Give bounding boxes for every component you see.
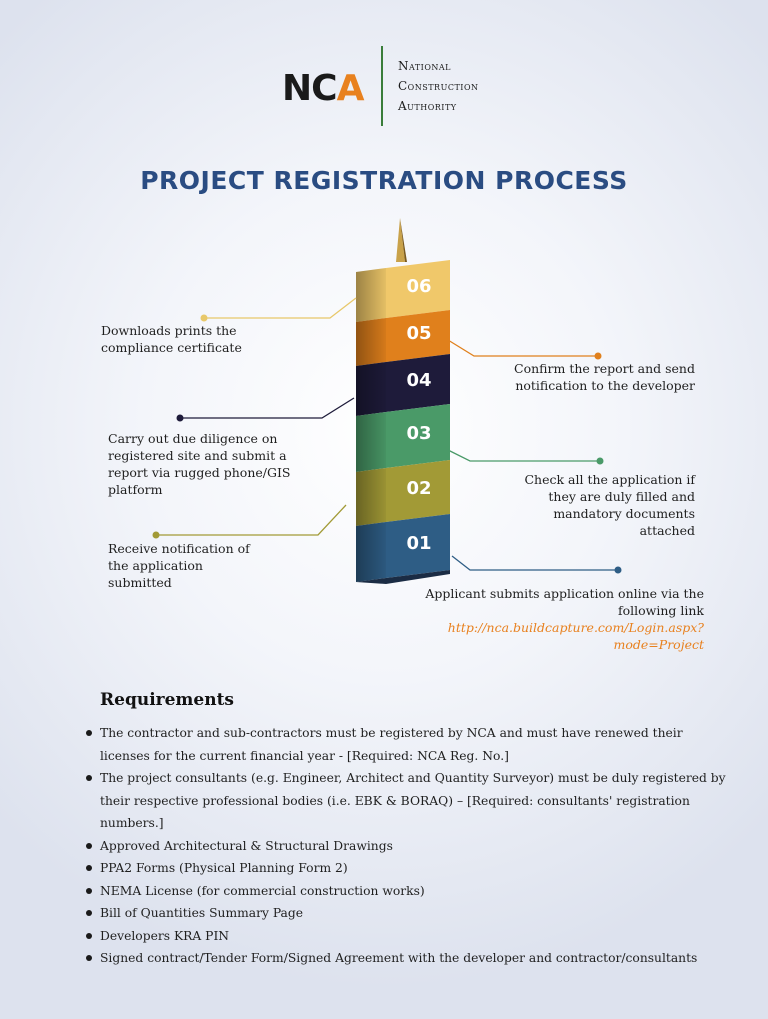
requirement-item: PPA2 Forms (Physical Planning Form 2) [84,857,734,880]
requirements-heading: Requirements [100,690,235,710]
step-03-label: Check all the application if they are du… [524,472,695,538]
connector-05 [447,339,598,357]
step-05-label: Confirm the report and send notification… [514,361,695,393]
step-04-label: Carry out due diligence on registered si… [108,431,291,497]
tower-base [356,570,450,584]
requirement-item: Developers KRA PIN [84,925,734,948]
requirement-item: The contractor and sub-contractors must … [84,722,734,767]
tower-block-02 [386,460,450,522]
step-02-label: Receive notification of the application … [108,541,250,590]
requirement-item: NEMA License (for commercial constructio… [84,880,734,903]
connector-02 [156,504,347,536]
requirement-item: The project consultants (e.g. Engineer, … [84,767,734,835]
step-number-05: 05 [406,323,431,344]
step-number-01: 01 [406,533,431,554]
connector-dot-06 [200,314,208,322]
step-number-06: 06 [406,276,431,297]
connector-01 [451,555,618,571]
connector-dot-03 [596,457,604,465]
requirement-item: Approved Architectural & Structural Draw… [84,835,734,858]
connector-06 [205,297,357,319]
connector-dot-04 [176,414,184,422]
tower-block-05 [386,310,450,362]
connector-04 [180,397,355,419]
tower-block-04 [386,354,450,412]
connector-dot-05 [594,352,602,360]
nca-logo-mark: NCA [282,68,364,109]
page-title: PROJECT REGISTRATION PROCESS [140,166,628,195]
process-tower: 06 05 04 03 02 01 [152,218,622,584]
logo-divider [381,46,383,126]
step-number-03: 03 [406,423,431,444]
organization-name: National Construction Authority [398,59,479,113]
registration-link[interactable]: http://nca.buildcapture.com/Login.aspx?m… [447,620,704,652]
connector-dot-01 [614,566,622,574]
step-06-label: Downloads prints the compliance certific… [101,323,242,355]
step-01-label: Applicant submits application online via… [380,585,704,653]
requirement-item: Bill of Quantities Summary Page [84,902,734,925]
tower-spire [396,218,405,262]
requirement-item: Signed contract/Tender Form/Signed Agree… [84,947,734,970]
tower-block-03 [386,404,450,468]
requirements-list: The contractor and sub-contractors must … [84,722,734,970]
connector-03 [447,449,600,462]
tower-block-06 [386,260,450,318]
connector-dot-02 [152,531,160,539]
tower-block-01 [386,514,450,578]
step-number-04: 04 [406,370,431,391]
step-number-02: 02 [406,478,431,499]
